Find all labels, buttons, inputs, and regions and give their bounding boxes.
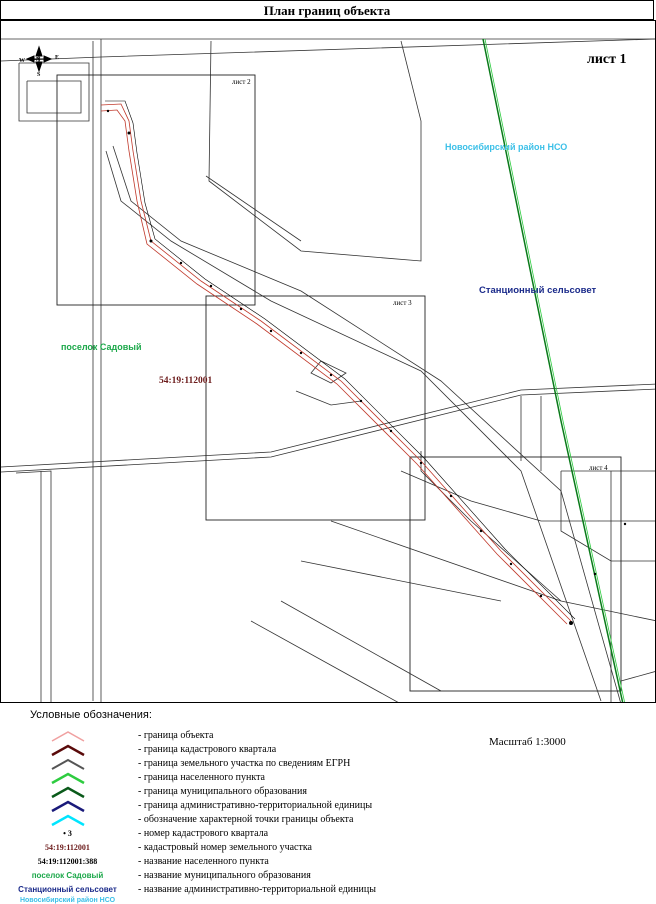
legend: Условные обозначения: Масштаб 1:3000 - г…: [0, 703, 656, 904]
settlement-label: поселок Садовый: [61, 342, 142, 352]
quarter-label: 54:19:112001: [159, 376, 213, 386]
admin-boundary-swatch-icon: [51, 800, 85, 813]
inset-sheet-3[interactable]: лист 3: [393, 299, 412, 307]
compass-rose-icon: [25, 45, 53, 73]
legend-item: Станционный сельсовет - название админис…: [18, 884, 376, 895]
legend-item: - граница кадастрового квартала: [0, 743, 656, 757]
municipal-boundary-line: [482, 38, 624, 702]
legend-item: - граница земельного участка по сведения…: [0, 757, 656, 771]
compass-n: N: [36, 57, 41, 63]
legend-item: Новосибирский район НСО: [19, 897, 116, 904]
compass-s: S: [37, 72, 41, 78]
map-area[interactable]: N S E W лист 1 лист 2 лист 3 лист 4 Ново…: [0, 20, 656, 703]
legend-item: - граница объекта: [0, 729, 656, 743]
boundary-points: [106, 109, 627, 625]
inset-sheet-4[interactable]: лист 4: [589, 464, 608, 472]
object-boundary-swatch-icon: [51, 731, 85, 742]
legend-item: - граница административно-территориально…: [0, 799, 656, 813]
legend-title: Условные обозначения:: [30, 709, 152, 721]
legend-item: 54:19:112001:388 - название населенного …: [37, 856, 269, 867]
selsovet-label: Станционный сельсовет: [479, 285, 597, 296]
scale-label: Масштаб 1:3000: [489, 736, 566, 748]
page-title: План границ объекта: [0, 0, 654, 20]
legend-item: 54:19:112001 - кадастровый номер земельн…: [45, 842, 312, 853]
sheet-number: лист 1: [587, 52, 627, 67]
map-drawing: [1, 38, 655, 702]
legend-item: - граница муниципального образования: [0, 785, 656, 799]
object-boundary: [100, 100, 576, 625]
raion-label: Новосибирский район НСО: [445, 142, 568, 152]
inset-sheet-2[interactable]: лист 2: [232, 78, 251, 86]
parcel-boundary-swatch-icon: [51, 758, 85, 770]
compass-w: W: [19, 58, 25, 64]
characteristic-point-swatch-icon: [51, 814, 85, 827]
legend-item: - обозначение характерной точки границы …: [0, 813, 656, 827]
quarter-boundary-swatch-icon: [51, 744, 85, 757]
sheet-frames: [56, 74, 622, 692]
municipal-boundary-swatch-icon: [51, 786, 85, 799]
legend-item: • 3 - номер кадастрового квартала: [63, 828, 269, 839]
legend-item: поселок Садовый - название муниципальног…: [31, 870, 311, 881]
parcel-boundaries: [1, 38, 655, 702]
legend-item: - граница населенного пункта: [0, 771, 656, 785]
settlement-boundary-swatch-icon: [51, 772, 85, 785]
compass-e: E: [55, 55, 60, 61]
